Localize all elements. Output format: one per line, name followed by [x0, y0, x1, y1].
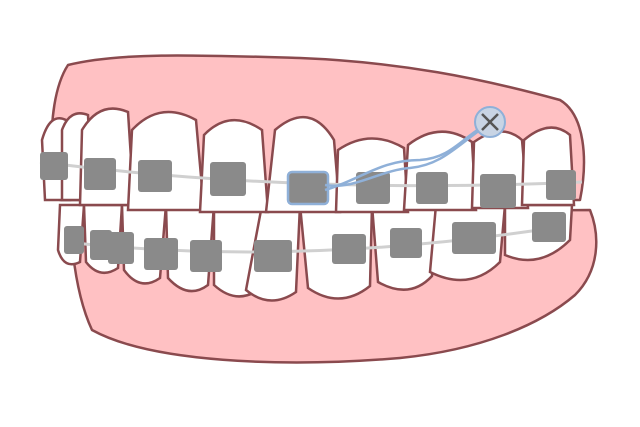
elastic-chain [286, 123, 486, 206]
lower-brackets [64, 212, 566, 272]
upper-brackets [40, 152, 576, 208]
button-attachment-icon [474, 106, 506, 138]
